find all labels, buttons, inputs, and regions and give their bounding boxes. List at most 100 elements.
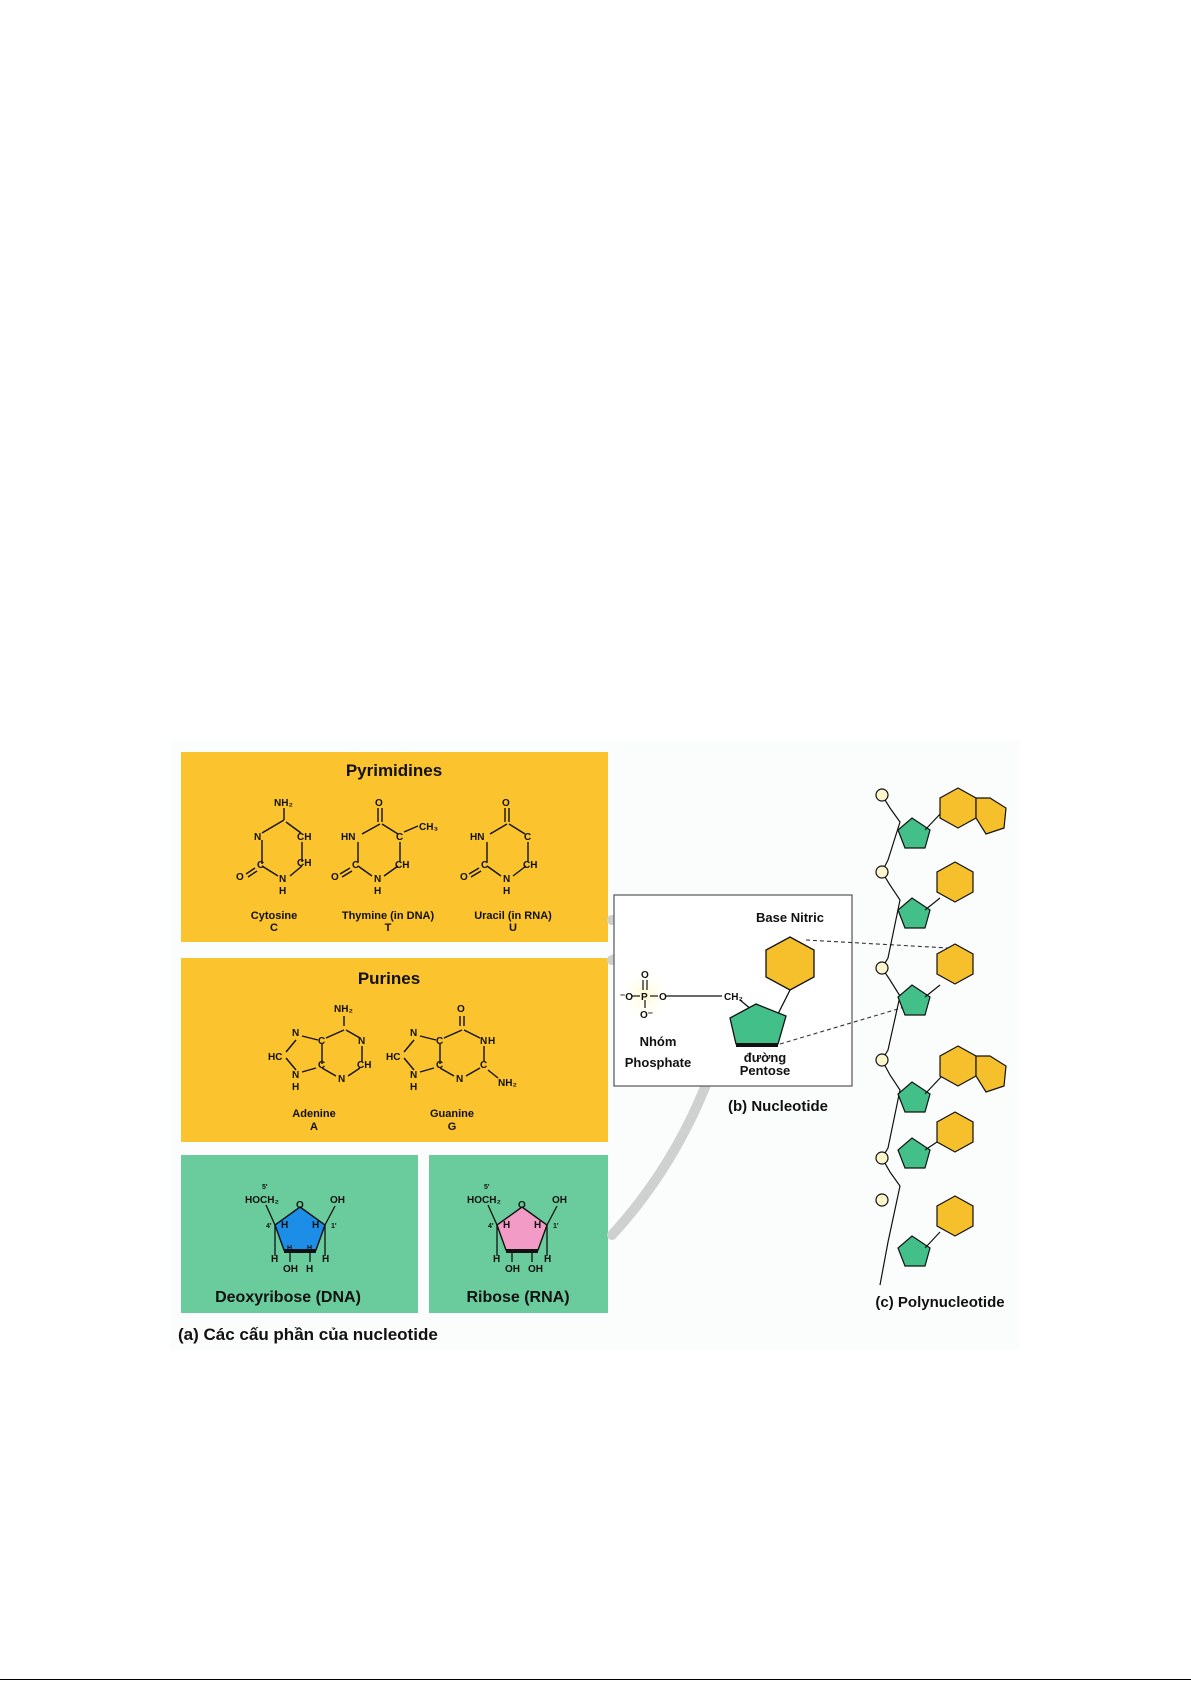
ribose-oh-3: OH — [505, 1264, 520, 1275]
uracil-name: Uracil (in RNA) — [474, 910, 552, 922]
guanine-c4: C — [436, 1060, 443, 1071]
adenine-c4: C — [318, 1060, 325, 1071]
ribose-prime4: 4' — [488, 1223, 494, 1230]
phosphate-circle-1 — [875, 788, 889, 802]
uracil-o-top: O — [502, 798, 510, 809]
phosphate-circle-4 — [875, 1053, 889, 1067]
pyrimidines-background — [181, 752, 608, 942]
deoxyribose-hoch2: HOCH₂ — [245, 1195, 279, 1206]
guanine-c2: C — [480, 1060, 487, 1071]
polynucleotide-chain — [875, 787, 1007, 1286]
page-bottom-rule — [0, 1679, 1191, 1686]
guanine-name: Guanine — [430, 1108, 474, 1120]
guanine-n7: N — [410, 1028, 417, 1039]
cytosine-h: H — [279, 886, 286, 897]
guanine-hc: HC — [386, 1052, 400, 1063]
cytosine-letter: C — [270, 922, 278, 934]
uracil-n1: N — [503, 874, 510, 885]
sugars-panel: 5' HOCH₂ O OH 4' H H 1' H H H H OH H Deo… — [181, 1155, 608, 1313]
deoxyribose-prime1: 1' — [331, 1223, 337, 1230]
phosphate-o-right: O — [659, 992, 667, 1003]
deoxyribose-o: O — [296, 1200, 304, 1211]
uracil-o-left: O — [460, 872, 468, 883]
ribose-oh-right: OH — [552, 1195, 567, 1206]
thymine-o-top: O — [375, 798, 383, 809]
uracil-hn: HN — [470, 832, 484, 843]
ribose-label: Ribose (RNA) — [466, 1289, 569, 1306]
guanine-h: H — [410, 1082, 417, 1093]
deoxyribose-prime5: 5' — [262, 1184, 268, 1191]
cytosine-c2: C — [257, 860, 264, 871]
base-hexagon-4b — [975, 1055, 1007, 1093]
base-nitric-label: Base Nitric — [756, 910, 824, 925]
nucleotide-caption: (b) Nucleotide — [728, 1098, 828, 1115]
ribose-h-4: H — [493, 1254, 500, 1265]
phosphate-circle-3 — [875, 961, 889, 975]
phosphate-circle-2 — [875, 865, 889, 879]
nhom-label: Nhóm — [640, 1034, 677, 1049]
phosphate-p: P — [641, 992, 648, 1003]
cytosine-nh2: NH₂ — [274, 798, 293, 809]
ribose-h-left: H — [503, 1220, 510, 1231]
cytosine-n3: N — [254, 832, 261, 843]
deoxyribose-prime4: 4' — [266, 1223, 272, 1230]
adenine-n3: N — [338, 1074, 345, 1085]
thymine-h: H — [374, 886, 381, 897]
components-caption: (a) Các cấu phần của nucleotide — [178, 1325, 438, 1344]
thymine-name: Thymine (in DNA) — [342, 910, 435, 922]
phosphate-o-left: ⁻O — [620, 992, 633, 1003]
adenine-n7: N — [292, 1028, 299, 1039]
thymine-c2: C — [352, 860, 359, 871]
uracil-c2: C — [481, 860, 488, 871]
base-hexagon-3 — [936, 943, 974, 985]
nucleotide-panel: Base Nitric O ⁻O P O O⁻ CH₂ Nhóm Phospha… — [613, 894, 949, 1115]
ribose-oh-2: OH — [528, 1264, 543, 1275]
guanine-n1: N — [480, 1036, 487, 1047]
base-hexagon-2 — [936, 861, 974, 903]
cytosine-ch-top: CH — [297, 832, 311, 843]
cytosine-o: O — [236, 872, 244, 883]
deoxyribose-h-4: H — [271, 1254, 278, 1265]
thymine-ch: CH — [395, 860, 409, 871]
deoxyribose-oh: OH — [283, 1264, 298, 1275]
guanine-o: O — [457, 1004, 465, 1015]
adenine-ch: CH — [357, 1060, 371, 1071]
phosphate-circle-5 — [875, 1151, 889, 1165]
guanine-c5: C — [436, 1036, 443, 1047]
guanine-nh2: NH₂ — [498, 1078, 517, 1089]
thymine-ch3: CH₃ — [419, 822, 438, 833]
adenine-n9: N — [292, 1070, 299, 1081]
ribose-hoch2: HOCH₂ — [467, 1195, 501, 1206]
base-hexagon-6 — [936, 1195, 974, 1237]
phosphate-label: Phosphate — [625, 1055, 691, 1070]
deoxyribose-h-1: H — [322, 1254, 329, 1265]
deoxyribose-h-left: H — [281, 1220, 288, 1231]
adenine-letter: A — [310, 1121, 318, 1133]
dashed-connector-bottom — [779, 1005, 909, 1045]
purines-panel: Purines NH₂ N C N HC C CH N — [181, 958, 608, 1142]
guanine-n1-h: H — [488, 1036, 495, 1047]
adenine-name: Adenine — [292, 1108, 335, 1120]
adenine-c5: C — [318, 1036, 325, 1047]
uracil-letter: U — [509, 922, 517, 934]
guanine-n9: N — [410, 1070, 417, 1081]
adenine-nh2: NH₂ — [334, 1004, 353, 1015]
ribose-structure: 5' HOCH₂ O OH 4' H H 1' H H OH OH Ribose… — [466, 1184, 569, 1306]
pentose-label: Pentose — [740, 1063, 791, 1078]
cytosine-ch-bottom: CH — [297, 858, 311, 869]
cytosine-name: Cytosine — [251, 910, 297, 922]
guanine-letter: G — [448, 1121, 457, 1133]
phosphate-circle-6 — [875, 1193, 889, 1207]
adenine-h: H — [292, 1082, 299, 1093]
deoxyribose-label: Deoxyribose (DNA) — [215, 1289, 361, 1306]
ribose-h-right: H — [534, 1220, 541, 1231]
thymine-structure: O HN C CH₃ C CH O N H Thymine (in DNA) T — [331, 798, 438, 934]
guanine-n3: N — [456, 1074, 463, 1085]
thymine-c5: C — [396, 832, 403, 843]
uracil-h: H — [503, 886, 510, 897]
uracil-structure: O HN C C CH O N H Uracil (in RNA) U — [460, 798, 552, 934]
deoxyribose-h-3: H — [287, 1245, 292, 1252]
phosphate-group: O ⁻O P O O⁻ CH₂ — [620, 970, 743, 1021]
uracil-c5: C — [524, 832, 531, 843]
